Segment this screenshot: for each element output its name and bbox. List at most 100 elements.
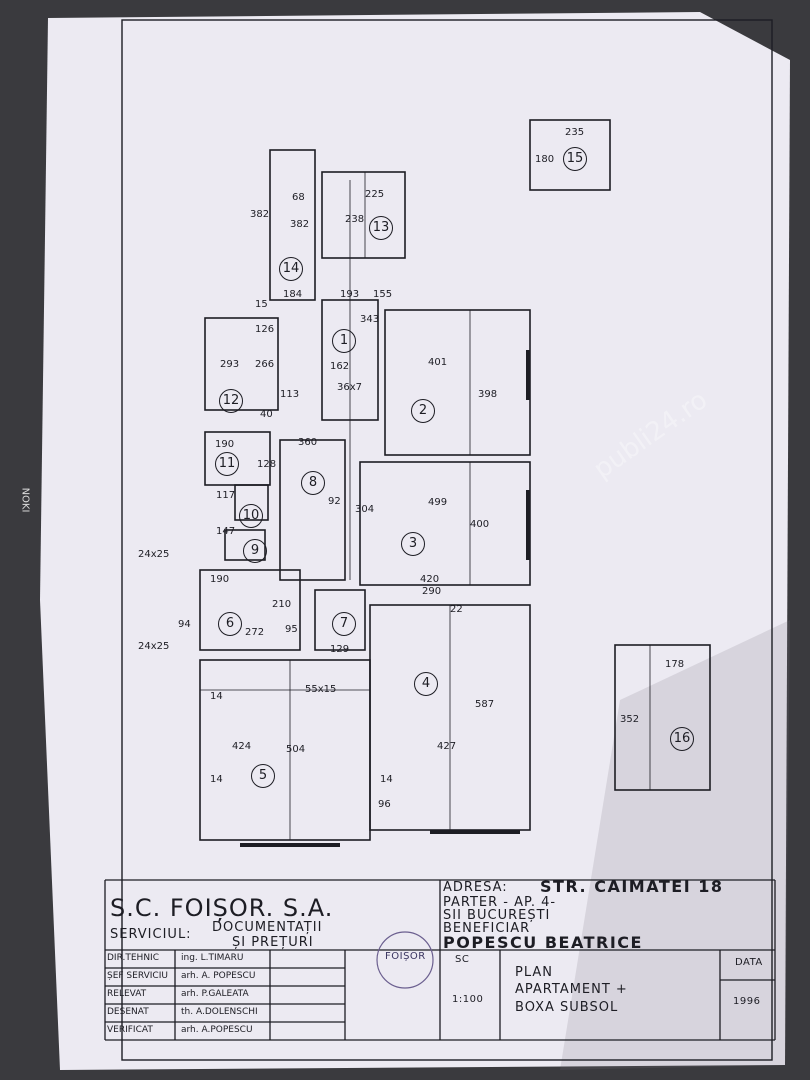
company-name: S.C. FOIȘOR. S.A. — [110, 894, 334, 922]
title-block-grid — [104, 879, 776, 1041]
dimension-label: 40 — [260, 409, 273, 420]
staff-role: DIR.TEHNIC — [107, 953, 160, 963]
date-value: 1996 — [733, 996, 761, 1007]
room-outline — [314, 589, 366, 651]
dimension-label: 162 — [330, 361, 350, 372]
dimension-label: 95 — [285, 624, 298, 635]
address-value: STR. CAIMATEI 18 — [540, 877, 724, 896]
room-number-14: 14 — [279, 257, 303, 281]
dimension-label: 401 — [428, 357, 448, 368]
staff-name: ing. L.TIMARU — [181, 953, 244, 963]
service-label: SERVICIUL: — [110, 927, 192, 942]
scale-label: SC — [455, 954, 470, 965]
room-number-10: 10 — [239, 504, 263, 528]
dimension-label: 210 — [272, 599, 292, 610]
dimension-label: 225 — [365, 189, 385, 200]
shadow — [560, 620, 790, 1070]
dimension-label: 113 — [280, 389, 300, 400]
dimension-label: 117 — [216, 490, 236, 501]
room-outline — [321, 171, 406, 259]
room-number-13: 13 — [369, 216, 393, 240]
dimension-label: 128 — [257, 459, 277, 470]
dimension-label: 126 — [255, 324, 275, 335]
dimension-label: 155 — [373, 289, 393, 300]
room-outline — [279, 439, 346, 581]
staff-name: th. A.DOLENSCHI — [181, 1007, 258, 1017]
dimension-label: 68 — [292, 192, 305, 203]
room-number-6: 6 — [218, 612, 242, 636]
staff-name: arh. A. POPESCU — [181, 971, 256, 981]
room-outline — [614, 644, 711, 791]
dimension-label: 400 — [470, 519, 490, 530]
service-line2: ȘI PREȚURI — [232, 935, 314, 950]
dimension-label: 238 — [345, 214, 365, 225]
dimension-lines — [200, 172, 651, 840]
dimension-label: 504 — [286, 744, 306, 755]
dimension-label: 499 — [428, 497, 448, 508]
staff-role: VERIFICAT — [107, 1025, 153, 1035]
dimension-label: 36x7 — [337, 382, 363, 393]
staff-role: RELEVAT — [107, 989, 147, 999]
date-label: DATA — [735, 957, 763, 968]
staff-name: arh. A.POPESCU — [181, 1025, 253, 1035]
dimension-label: 293 — [220, 359, 240, 370]
beneficiary-value: POPESCU BEATRICE — [443, 933, 643, 952]
dimension-label: 343 — [360, 314, 380, 325]
dimension-label: 24x25 — [138, 641, 170, 652]
staff-name: arh. P.GALEATA — [181, 989, 249, 999]
room-number-1: 1 — [332, 329, 356, 353]
room-number-11: 11 — [215, 452, 239, 476]
room-number-4: 4 — [414, 672, 438, 696]
dimension-label: 420 — [420, 574, 440, 585]
dimension-label: 193 — [340, 289, 360, 300]
dimension-label: 424 — [232, 741, 252, 752]
stamp-seal — [376, 931, 434, 989]
dimension-label: 190 — [215, 439, 235, 450]
dimension-label: 14 — [380, 774, 393, 785]
plan-title-line1: PLAN — [515, 965, 553, 980]
room-number-5: 5 — [251, 764, 275, 788]
beneficiary-label: BENEFICIAR — [443, 921, 531, 936]
dimension-label: 94 — [178, 619, 191, 630]
staff-role: ȘEF SERVICIU — [107, 971, 168, 981]
stamp-text: FOIȘOR — [385, 951, 426, 962]
dimension-label: 190 — [210, 574, 230, 585]
dimension-label: 360 — [298, 437, 318, 448]
plan-title-line3: BOXA SUBSOL — [515, 1000, 619, 1015]
room-outline — [199, 569, 301, 651]
dimension-label: 14 — [210, 691, 223, 702]
service-line1: DOCUMENTAȚII — [212, 920, 323, 935]
room-number-2: 2 — [411, 399, 435, 423]
dimension-label: 180 — [535, 154, 555, 165]
scale-value: 1:100 — [452, 994, 484, 1005]
dimension-label: 55x15 — [305, 684, 337, 695]
room-outline — [529, 119, 611, 191]
dimension-label: 96 — [378, 799, 391, 810]
dimension-label: 92 — [328, 496, 341, 507]
room-number-12: 12 — [219, 389, 243, 413]
room-outline — [199, 659, 371, 841]
staff-role: DESENAT — [107, 1007, 149, 1017]
room-number-8: 8 — [301, 471, 325, 495]
address-line3: SII BUCUREȘTI — [443, 908, 551, 923]
dimension-label: 427 — [437, 741, 457, 752]
plan-title-line2: APARTAMENT + — [515, 982, 628, 997]
side-label: NOKI — [19, 487, 31, 513]
address-label: ADRESA: — [443, 880, 508, 895]
dimension-label: 235 — [565, 127, 585, 138]
drawing-frame — [121, 19, 773, 1061]
room-outline — [204, 317, 279, 411]
dimension-label: 24x25 — [138, 549, 170, 560]
dimension-label: 290 — [422, 586, 442, 597]
dimension-label: 587 — [475, 699, 495, 710]
dimension-label: 304 — [355, 504, 375, 515]
room-number-7: 7 — [332, 612, 356, 636]
room-number-3: 3 — [401, 532, 425, 556]
dimension-label: 178 — [665, 659, 685, 670]
dimension-label: 352 — [620, 714, 640, 725]
dimension-label: 398 — [478, 389, 498, 400]
dimension-label: 266 — [255, 359, 275, 370]
dimension-label: 147 — [216, 526, 236, 537]
dimension-label: 272 — [245, 627, 265, 638]
